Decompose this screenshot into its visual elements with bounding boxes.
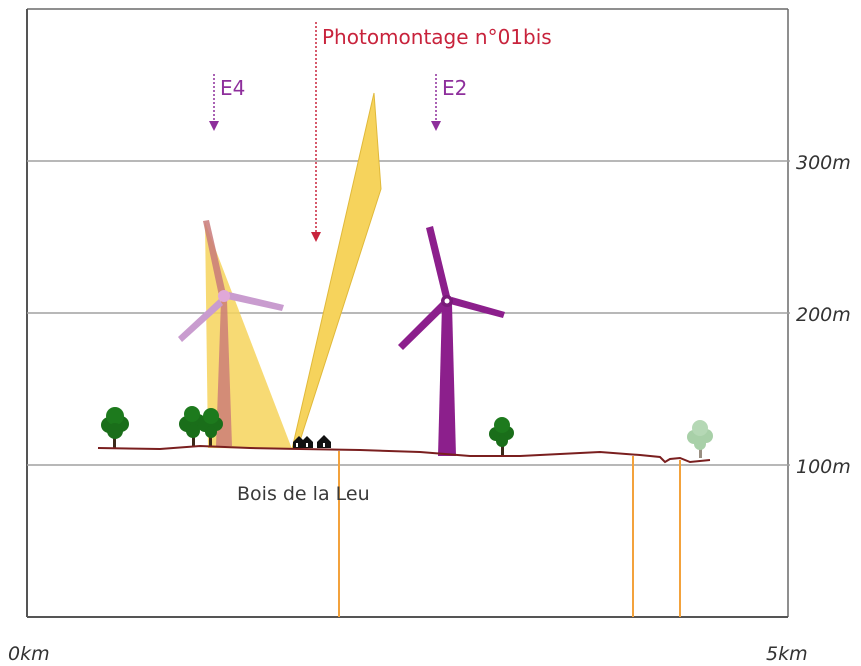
y-tick-label-100m: 100m [796,456,851,478]
tree-3 [198,408,223,446]
photomontage-label: Photomontage n°01bis [322,25,552,49]
tree-1 [101,407,129,448]
y-tick-label-300m: 300m [796,152,851,174]
e2-label: E2 [442,76,467,100]
y-tick-label-200m: 200m [796,304,851,326]
house-3 [317,435,331,448]
ground-profile [97,444,711,464]
turbine-e2-blade-up [426,226,450,298]
sight-cone-photomontage [291,92,382,450]
e2-arrow-head [431,121,441,131]
houses [293,435,331,448]
e4-arrow-head [209,121,219,131]
turbine-e4 [178,220,284,446]
trees [101,406,713,458]
house-2 [301,436,313,448]
photomontage-arrow-head [311,232,321,242]
gridlines [27,160,790,466]
turbine-e4-blade-right [227,292,284,311]
turbine-e4-blade-left [178,299,223,342]
turbine-e2-blade-left [398,302,446,350]
turbine-e2-tower [438,304,456,456]
turbine-e2-hub-center [444,298,450,304]
turbine-e4-tower [216,300,232,446]
x-start-label: 0km [8,643,50,665]
tree-4 [489,417,514,455]
e4-label: E4 [220,76,245,100]
turbine-e4-hub [218,290,230,302]
vertical-reference-lines [338,451,681,617]
turbine-e2 [398,226,505,456]
place-label: Bois de la Leu [237,483,370,505]
tree-5-faded [687,420,713,458]
x-end-label: 5km [766,643,808,665]
turbine-e4-blade-up [203,220,226,296]
turbine-e2-blade-right [450,297,505,318]
